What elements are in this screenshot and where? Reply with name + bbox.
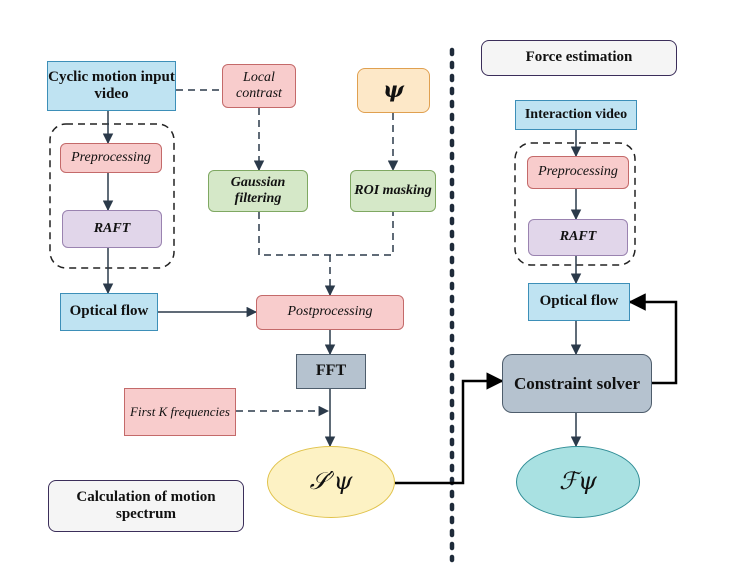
calculation-section-text: Calculation of motion spectrum [76,488,216,522]
edge-gaussian-roi-merge [258,212,394,256]
fft-label: FFT [315,362,347,380]
constraint-solver-label: Constraint solver [513,373,641,393]
right-raft-group [514,142,636,266]
first-k-frequencies-node: First K frequencies [124,388,236,436]
fft-node: FFT [296,354,366,389]
raft-left-node: RAFT [62,210,162,248]
edge-spectrum-to-solver [395,372,504,485]
raft-right-node: RAFT [528,219,628,256]
preprocessing-left-label: Preprocessing [71,149,151,165]
cyclic-motion-input-label: Cyclic motion input video [48,68,175,102]
psi-node: ψ [357,68,430,113]
roi-masking-node: ROI masking [350,170,436,212]
optical-flow-right-node: Optical flow [528,283,630,321]
force-symbol: ℱψ [559,467,597,496]
preprocessing-left-node: Preprocessing [60,143,162,173]
constraint-solver-node: Constraint solver [502,354,652,413]
preprocessing-right-node: Preprocessing [527,156,629,189]
preprocessing-right-label: Preprocessing [538,164,618,180]
gaussian-filtering-node: Gaussian filtering [208,170,308,212]
left-raft-group [49,123,175,269]
postprocessing-label: Postprocessing [287,304,373,320]
interaction-video-label: Interaction video [524,106,628,122]
raft-left-label: RAFT [93,220,131,236]
optical-flow-left-node: Optical flow [60,293,158,331]
local-contrast-node: Local contrast [222,64,296,108]
motion-spectrum-node: 𝒮′ψ [267,446,395,518]
interaction-video-node: Interaction video [515,100,637,130]
motion-spectrum-symbol: 𝒮′ψ [309,467,353,496]
raft-right-label: RAFT [559,229,597,245]
optical-flow-right-label: Optical flow [539,293,619,310]
psi-label: ψ [383,76,404,103]
force-node: ℱψ [516,446,640,518]
roi-masking-label: ROI masking [354,182,432,198]
gaussian-filtering-label: Gaussian filtering [230,174,286,206]
cyclic-motion-input-node: Cyclic motion input video [47,61,176,111]
first-k-frequencies-label: First K frequencies [130,403,230,419]
force-estimation-section-label: Force estimation [481,40,677,76]
edge-solver-feedback-to-opticalflow [628,293,678,385]
local-contrast-label: Local contrast [236,69,282,101]
calculation-section-label: Calculation of motion spectrum [48,480,244,532]
postprocessing-node: Postprocessing [256,295,404,330]
force-estimation-section-text: Force estimation [525,49,633,66]
optical-flow-left-label: Optical flow [69,303,149,320]
